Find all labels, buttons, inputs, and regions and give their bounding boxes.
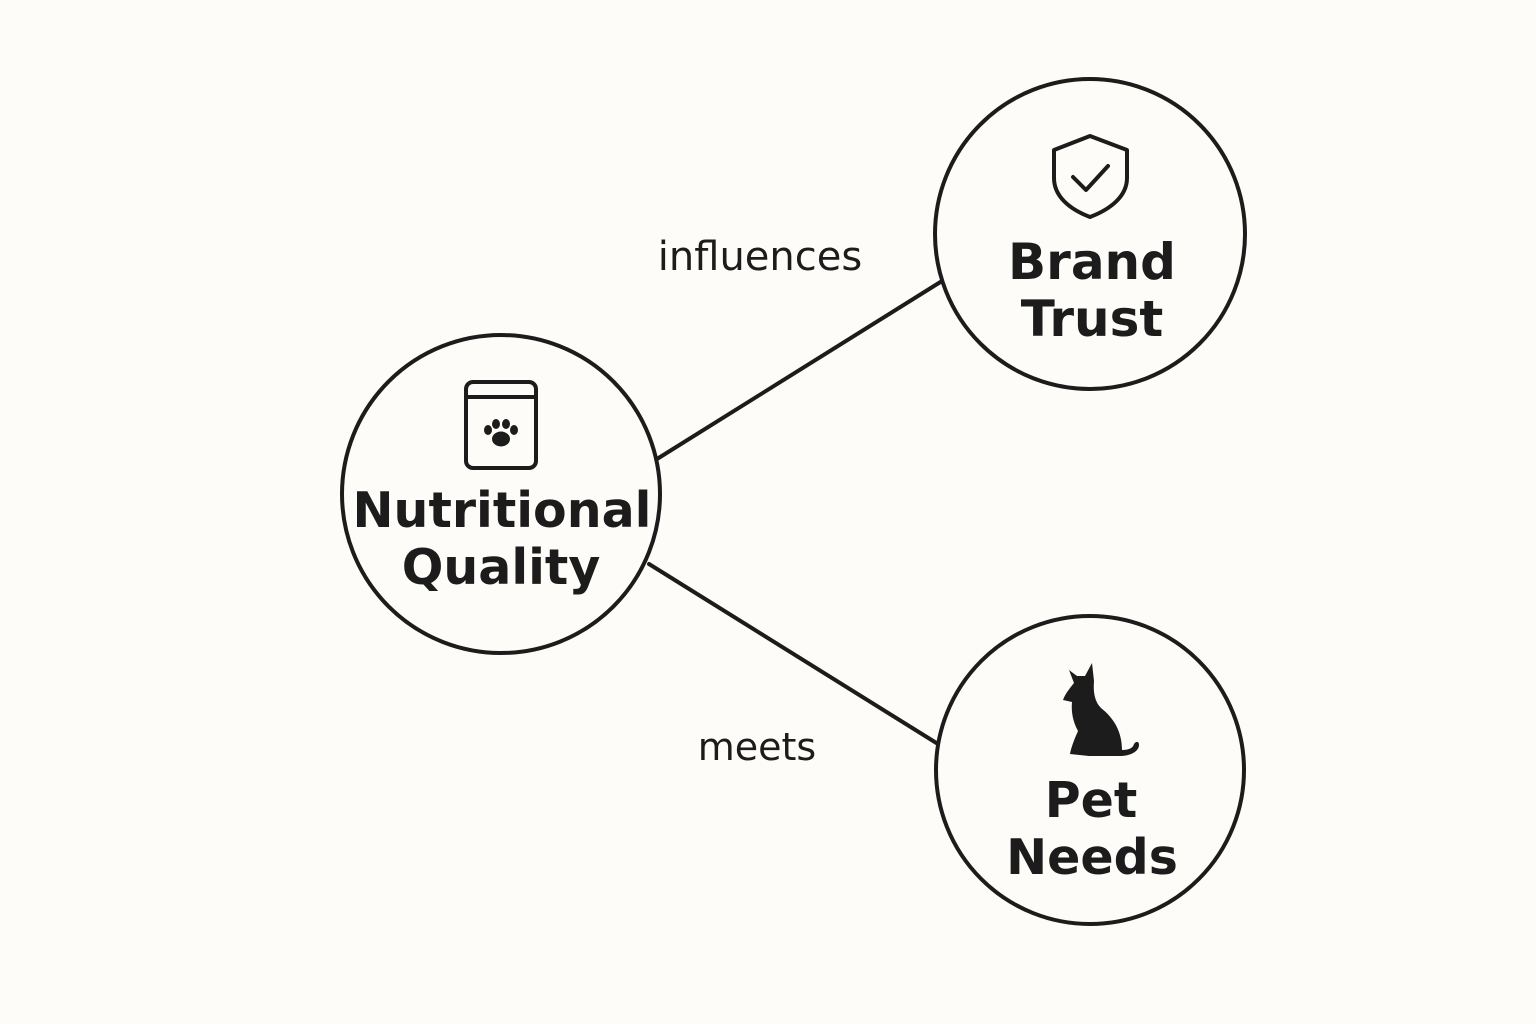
node-label-line-1: Nutritional	[353, 482, 652, 539]
cat-icon	[1063, 663, 1139, 756]
node-nutritional-quality[interactable]: Nutritional Quality	[340, 333, 662, 655]
node-circle	[934, 614, 1246, 926]
node-label-line-1: Brand	[1008, 233, 1176, 291]
edge-label-meets: meets	[698, 725, 816, 769]
edge-nutritional-quality-to-brand-trust	[655, 279, 944, 461]
node-label-line-2: Needs	[1006, 829, 1178, 886]
node-pet-needs[interactable]: Pet Needs	[934, 614, 1246, 926]
shield-check-icon	[1052, 134, 1129, 219]
edge-nutritional-quality-to-pet-needs	[647, 562, 940, 746]
node-label-line-2: Quality	[402, 539, 601, 596]
edge-label-influences: influences	[658, 234, 862, 280]
node-circle	[933, 77, 1247, 391]
node-label-line-1: Pet	[1045, 772, 1138, 829]
node-circle	[340, 333, 662, 655]
node-brand-trust[interactable]: Brand Trust	[933, 77, 1247, 391]
node-label-line-2: Trust	[1021, 290, 1164, 348]
pet-food-bag-icon	[464, 380, 538, 470]
